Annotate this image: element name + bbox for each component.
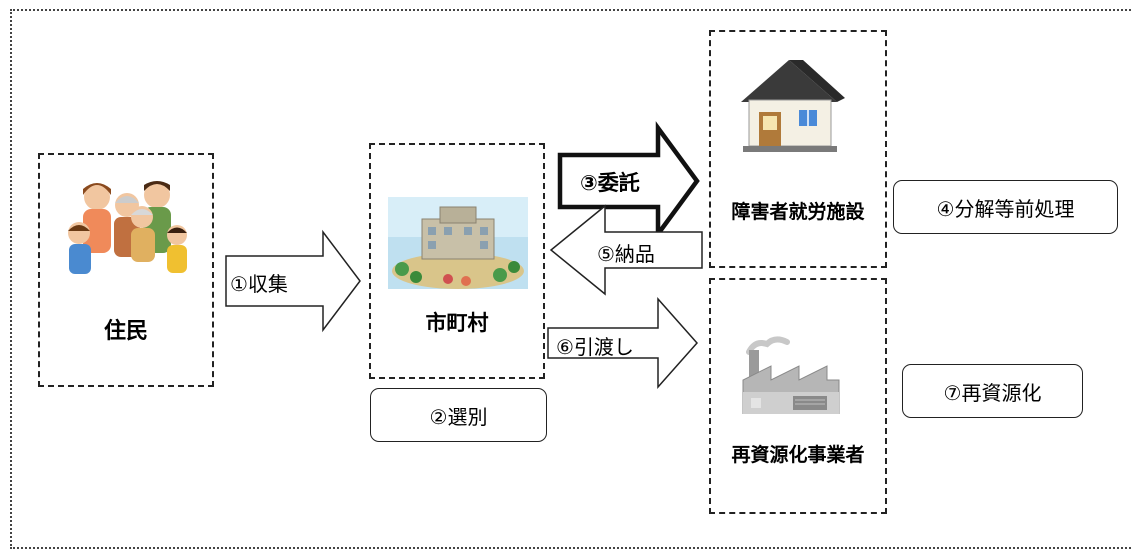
handover-arrow: [547, 297, 699, 389]
recycler-box: 再資源化事業者: [709, 278, 887, 514]
facility-box: 障害者就労施設: [709, 30, 887, 268]
deliver-label: ⑤納品: [597, 242, 655, 266]
sort-step-label: ②選別: [429, 404, 488, 429]
recycler-label: 再資源化事業者: [731, 444, 865, 466]
collect-label: ①収集: [230, 272, 288, 296]
family-icon: [68, 181, 187, 274]
recycle-step-box: ⑦再資源化: [902, 364, 1083, 418]
facility-label: 障害者就労施設: [731, 201, 865, 223]
city-hall-icon: [388, 197, 528, 289]
factory-icon: [742, 336, 840, 414]
preprocess-step-label: ④分解等前処理: [936, 196, 1075, 221]
collect-arrow: [225, 229, 361, 333]
municipality-label: 市町村: [425, 311, 489, 335]
recycle-step-label: ⑦再資源化: [943, 380, 1042, 405]
sort-step-box: ②選別: [370, 388, 547, 442]
handover-label: ⑥引渡し: [556, 335, 634, 359]
house-icon: [741, 60, 845, 152]
deliver-arrow: [549, 204, 703, 296]
flow-arrows: [225, 121, 703, 389]
resident-box: 住民: [38, 153, 214, 387]
resident-label: 住民: [103, 319, 148, 344]
municipality-box: 市町村: [369, 143, 545, 379]
entrust-arrow: [557, 121, 700, 241]
entrust-label: ③委託: [580, 171, 640, 195]
preprocess-step-box: ④分解等前処理: [893, 180, 1118, 234]
